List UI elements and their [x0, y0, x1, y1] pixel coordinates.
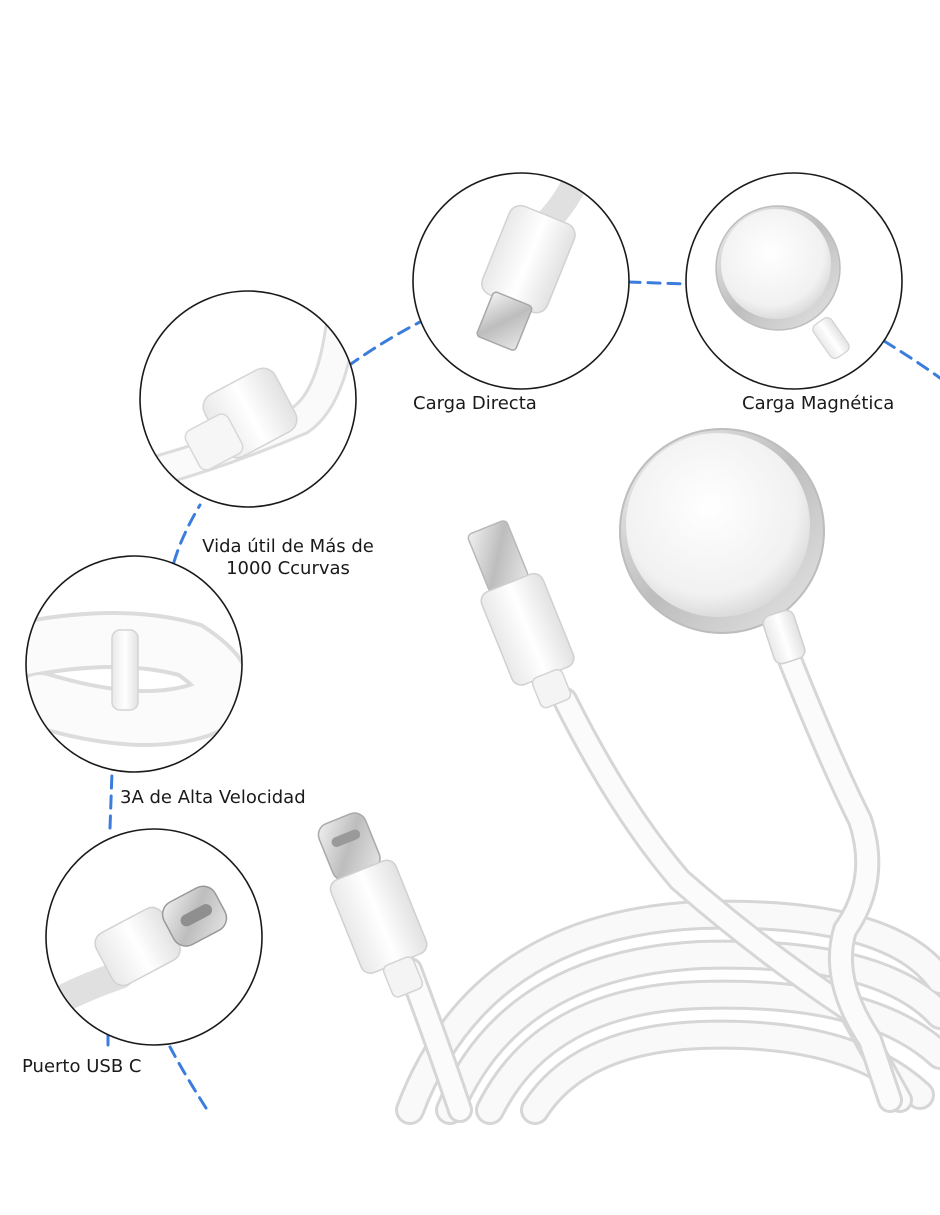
label-carga-magnetica: Carga Magnética — [742, 393, 895, 414]
magnetic-charger-icon — [685, 172, 903, 390]
label-vida-util: Vida útil de Más de 1000 Ccurvas — [192, 536, 384, 580]
dashed-connector-path — [106, 280, 940, 1110]
usb-c-plug — [317, 812, 428, 998]
cable-bend-icon — [25, 555, 243, 773]
cable-joint-icon — [139, 290, 357, 508]
label-vida-util-line1: Vida útil de Más de — [202, 536, 374, 557]
label-alta-velocidad: 3A de Alta Velocidad — [120, 787, 306, 808]
label-carga-directa: Carga Directa — [413, 393, 537, 414]
coiled-cable — [395, 647, 940, 1125]
label-puerto-usb-c: Puerto USB C — [22, 1056, 142, 1077]
usb-c-connector-icon — [45, 828, 263, 1046]
label-vida-util-line2: 1000 Ccurvas — [226, 558, 350, 579]
lightning-connector-icon — [412, 172, 630, 390]
magnetic-charger — [619, 428, 825, 665]
lightning-plug — [467, 520, 575, 709]
